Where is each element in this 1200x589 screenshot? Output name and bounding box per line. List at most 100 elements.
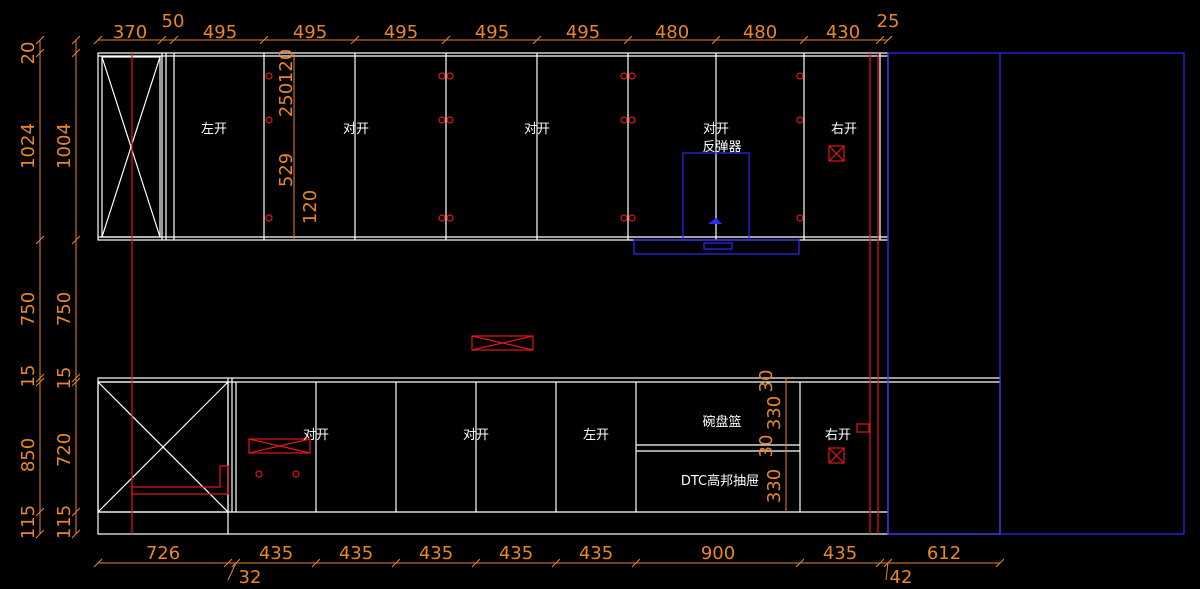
top-dim: 430 (826, 22, 860, 43)
rebound-label: 反弹器 (702, 140, 741, 155)
range-hood (633, 152, 800, 255)
dimension-tick (551, 558, 561, 568)
lower-inner-dim: 30 (756, 370, 777, 393)
dimension-tick (259, 35, 269, 45)
dimension-tick (799, 35, 809, 45)
left-dim: 20 (18, 42, 39, 65)
upper-inner-dim: 529 (276, 153, 297, 187)
dimension-tick (169, 35, 179, 45)
dimension-tick (711, 35, 721, 45)
drawer-label: DTC高邦抽屉 (681, 473, 759, 489)
top-dim: 50 (162, 11, 185, 32)
top-dim: 495 (384, 22, 418, 43)
dimension-tick (71, 235, 81, 245)
top-dim: 25 (877, 11, 900, 32)
lower-inner-dim: 330 (764, 396, 785, 430)
dimension-tick (391, 558, 401, 568)
dimension-lines (35, 35, 1005, 581)
dimension-tick (93, 558, 103, 568)
top-dim: 480 (743, 22, 777, 43)
lower-double-label: 对开 (463, 428, 489, 443)
upper-inner-dim: 250 (276, 83, 297, 117)
lower-double-label: 对开 (303, 428, 329, 443)
left-dim: 850 (18, 438, 39, 472)
bottom-dim: 435 (823, 543, 857, 564)
dimension-tick (223, 558, 233, 568)
bottom-dim: 435 (419, 543, 453, 564)
dimension-tick (71, 377, 81, 387)
top-dim: 495 (475, 22, 509, 43)
dimension-tick (71, 507, 81, 517)
bottom-dimensions: 726 435 435 435 435 435 900 435 612 32 4… (146, 543, 961, 588)
dimension-tick (71, 373, 81, 383)
top-dimensions: 370 50 495 495 495 495 495 480 480 430 2… (113, 11, 900, 43)
left-dim: 750 (18, 292, 39, 326)
dimension-tick (35, 48, 45, 58)
left-inner-dimensions: 1004 750 720 15 115 (54, 123, 75, 539)
fridge-area (887, 52, 1185, 535)
dimension-tick (71, 48, 81, 58)
dimension-tick (875, 558, 885, 568)
upper-inner-dim: 120 (300, 190, 321, 224)
dimension-tick (623, 35, 633, 45)
dimension-tick (35, 35, 45, 45)
bottom-dim: 900 (701, 543, 735, 564)
dimension-tick (71, 529, 81, 539)
bottom-dim: 726 (146, 543, 180, 564)
bottom-dim: 435 (499, 543, 533, 564)
lower-left-open-label: 左开 (583, 428, 609, 443)
dimension-tick (157, 35, 167, 45)
left-inner-dim: 1004 (54, 123, 75, 169)
bottom-dim: 435 (259, 543, 293, 564)
left-dim: 1024 (18, 123, 39, 169)
left-inner-dim: 115 (54, 505, 75, 539)
dimension-tick (35, 235, 45, 245)
upper-corner-cross (101, 56, 161, 238)
bottom-dim: 612 (927, 543, 961, 564)
upper-right-marker (828, 145, 845, 162)
lower-corner-box (97, 381, 229, 513)
dimension-tick (995, 558, 1005, 568)
lower-inner-dim: 30 (756, 435, 777, 458)
upper-double-label: 对开 (703, 122, 729, 137)
red-guides (131, 53, 879, 534)
dimension-tick (35, 507, 45, 517)
top-dim: 495 (566, 22, 600, 43)
upper-corner-box (101, 56, 161, 238)
lower-corner-cross (97, 381, 229, 513)
upper-inner-dim: 120 (276, 49, 297, 83)
top-dim: 480 (655, 22, 689, 43)
lower-right-open-label: 右开 (825, 428, 851, 443)
top-dim: 495 (203, 22, 237, 43)
bottom-small-dim: 32 (239, 567, 262, 588)
range-hood-panel (703, 242, 733, 250)
upper-double-label: 对开 (524, 122, 550, 137)
upper-double-label: 对开 (343, 122, 369, 137)
countertop-frame (97, 377, 1001, 535)
dish-basket-label: 碗盘篮 (702, 414, 741, 430)
dimension-tick (532, 35, 542, 45)
middle-marker (471, 335, 534, 351)
fridge-outline (887, 52, 1185, 535)
bottom-dim: 435 (579, 543, 613, 564)
dimension-tick (795, 558, 805, 568)
left-dim: 115 (18, 505, 39, 539)
dimension-tick (311, 558, 321, 568)
left-inner-dim: 750 (54, 292, 75, 326)
top-dim: 495 (293, 22, 327, 43)
top-dim: 370 (113, 22, 147, 43)
lower-cabinets (97, 377, 1001, 535)
bottom-dim: 435 (339, 543, 373, 564)
bottom-small-dim: 42 (890, 567, 913, 588)
upper-right-open-label: 右开 (831, 122, 857, 137)
range-hood-canopy (633, 239, 800, 255)
pipe-outline (131, 465, 229, 495)
upper-cabinets (97, 52, 889, 241)
range-hood-light-icon (708, 218, 722, 224)
left-inner-dim: 720 (54, 433, 75, 467)
dimension-tick (875, 35, 885, 45)
left-inner-dim: 15 (54, 367, 75, 390)
lower-inner-dim: 330 (764, 469, 785, 503)
upper-inner-dimensions: 120 250 529 120 (276, 49, 321, 224)
